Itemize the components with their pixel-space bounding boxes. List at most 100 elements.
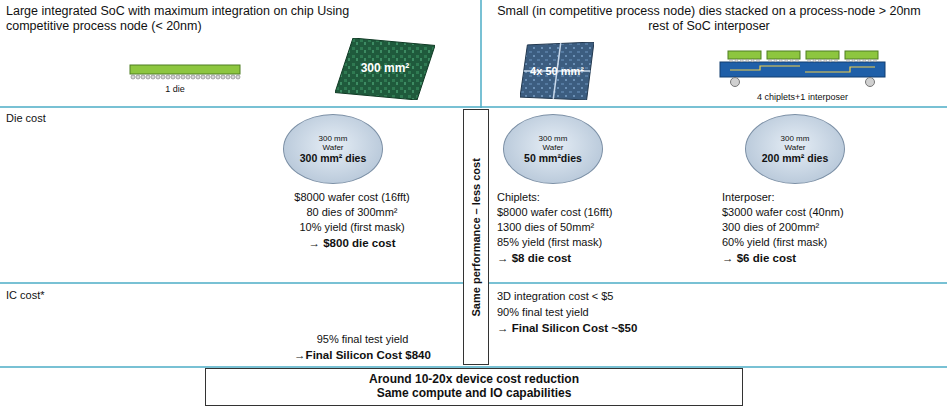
cost-result: → Final Silicon Cost ~$50 <box>497 322 717 336</box>
node-text: Same compute and IO capabilities <box>377 387 572 401</box>
solder-ball <box>866 78 875 87</box>
solder-bump <box>216 75 220 79</box>
solder-bump <box>221 75 225 79</box>
illustration-label: 4 chiplets+1 interposer <box>715 92 890 103</box>
die-photo: 300 mm² <box>335 38 435 100</box>
micro-bump <box>829 59 832 62</box>
micro-bump <box>863 59 866 62</box>
solder-bump <box>236 75 240 79</box>
solder-bump <box>151 75 155 79</box>
comparison-band: Same performance – less cost <box>463 109 489 365</box>
micro-bump <box>835 59 838 62</box>
row-heading: Die cost <box>6 112 126 125</box>
chiplet <box>728 51 761 59</box>
micro-bump <box>813 59 816 62</box>
micro-bump <box>774 59 777 62</box>
cost-note: Interposer: <box>722 191 922 204</box>
solder-bump <box>181 75 185 79</box>
cost-note: Chiplets: <box>497 191 697 204</box>
solder-bump <box>156 75 160 79</box>
cost-note: 300 dies of 200mm² <box>722 221 922 234</box>
solder-bump <box>226 75 230 79</box>
chiplet-row <box>728 51 878 62</box>
solder-bump <box>201 75 205 79</box>
cost-note: 80 dies of 300mm² <box>262 206 442 219</box>
solder-ball <box>731 78 740 87</box>
cost-note: 95% final test yield <box>270 333 455 346</box>
micro-bump <box>751 59 754 62</box>
die-shape <box>335 38 435 100</box>
divider-line <box>0 106 947 108</box>
cost-result: → $800 die cost <box>262 237 442 251</box>
micro-bump <box>808 59 811 62</box>
divider-line <box>480 0 482 108</box>
micro-bump <box>874 59 877 62</box>
micro-bump <box>735 59 738 62</box>
solder-bump <box>131 75 135 79</box>
interposer-illustration <box>720 51 885 87</box>
summary-box: Around 10-20x device cost reductionSame … <box>205 368 743 406</box>
solder-bump <box>231 75 235 79</box>
micro-bump <box>741 59 744 62</box>
node-text: Around 10-20x device cost reduction <box>369 373 579 387</box>
die-bar <box>130 65 240 74</box>
solder-bump <box>211 75 215 79</box>
node-text: 50 mm²dies <box>524 152 582 164</box>
micro-bump <box>824 59 827 62</box>
node-text: 300 mm Wafer <box>310 134 356 152</box>
solder-bump <box>161 75 165 79</box>
solder-bump <box>196 75 200 79</box>
solder-bump <box>171 75 175 79</box>
micro-bump <box>790 59 793 62</box>
cost-note: 85% yield (first mask) <box>497 236 697 249</box>
cost-note: $8000 wafer cost (16fft) <box>262 191 442 204</box>
chiplet <box>767 51 800 59</box>
node-text: Same performance – less cost <box>470 158 483 316</box>
single-die-illustration <box>130 65 240 79</box>
interposer-substrate <box>720 62 885 77</box>
grid-lines <box>0 0 947 367</box>
micro-bump <box>730 59 733 62</box>
cost-note: 1300 dies of 50mm² <box>497 221 697 234</box>
column-heading: Large integrated SoC with maximum integr… <box>6 4 358 34</box>
solder-bump <box>136 75 140 79</box>
cost-result: →Final Silicon Cost $840 <box>270 349 455 363</box>
micro-bump <box>780 59 783 62</box>
cost-note: 10% yield (first mask) <box>262 221 442 234</box>
solder-bump <box>166 75 170 79</box>
solder-bump <box>176 75 180 79</box>
solder-bump <box>206 75 210 79</box>
cost-note: 60% yield (first mask) <box>722 236 922 249</box>
micro-bump <box>796 59 799 62</box>
node-text: 300 mm² dies <box>300 152 367 164</box>
illustration-label: 1 die <box>150 84 200 95</box>
node-text: 300 mm Wafer <box>772 134 818 152</box>
solder-bump <box>191 75 195 79</box>
micro-bump <box>819 59 822 62</box>
node-text: 4x 50 mm² <box>530 65 584 78</box>
micro-bump <box>852 59 855 62</box>
cost-note: $3000 wafer cost (40nm) <box>722 206 922 219</box>
micro-bump <box>847 59 850 62</box>
row-heading: IC cost* <box>6 289 126 302</box>
chiplet <box>845 51 878 59</box>
cost-note: 90% final test yield <box>497 306 717 319</box>
solder-bump <box>141 75 145 79</box>
node-text: 300 mm Wafer <box>530 134 576 152</box>
column-heading: Small (in competitive process node) dies… <box>494 4 924 34</box>
solder-bump <box>146 75 150 79</box>
bump-row <box>131 75 240 79</box>
micro-bump <box>746 59 749 62</box>
cost-result: → $8 die cost <box>497 252 697 266</box>
wafer: 300 mm Wafer300 mm² dies <box>283 114 383 184</box>
micro-bump <box>757 59 760 62</box>
solder-bump <box>186 75 190 79</box>
micro-bump <box>868 59 871 62</box>
wafer: 300 mm Wafer50 mm²dies <box>503 114 603 184</box>
cost-note: $8000 wafer cost (16fft) <box>497 206 697 219</box>
wafer: 300 mm Wafer200 mm² dies <box>745 114 845 184</box>
chiplet-photo: 4x 50 mm² <box>520 42 594 100</box>
cost-result: → $6 die cost <box>722 252 922 266</box>
micro-bump <box>769 59 772 62</box>
